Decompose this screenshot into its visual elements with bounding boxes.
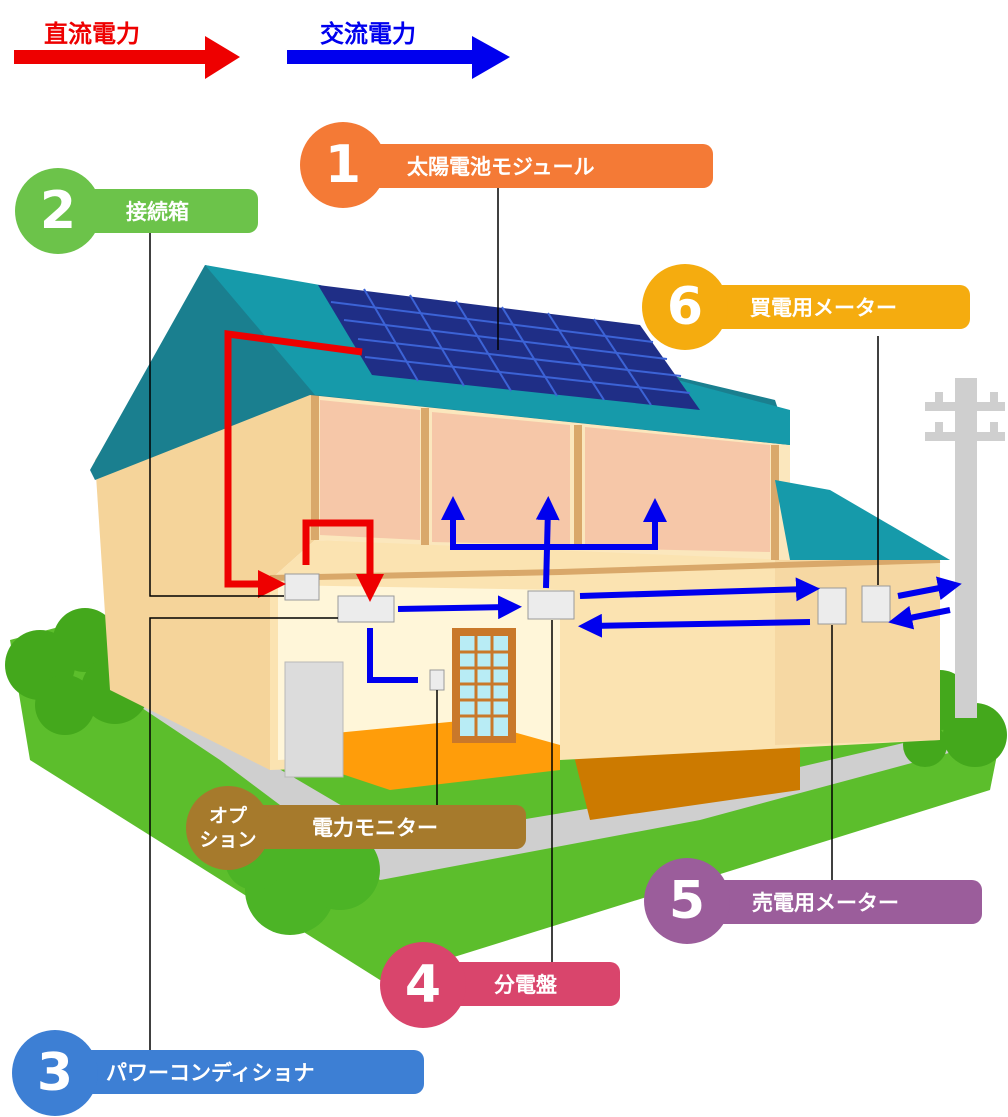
- ac-legend-label: 交流電力: [320, 20, 416, 48]
- badge-1: 1: [300, 122, 386, 208]
- power-conditioner-box: [337, 595, 395, 623]
- ac-flow-lines: [367, 496, 962, 683]
- badge-3: 3: [12, 1030, 98, 1116]
- option-badge-line1: オプ: [208, 805, 247, 827]
- bushes-left: [5, 608, 149, 735]
- power-monitor-box: [429, 669, 445, 691]
- power-conditioner-label: パワーコンディショナ: [106, 1061, 315, 1085]
- bushes-front: [225, 830, 380, 935]
- callout-power-conditioner: パワーコンディショナ: [56, 1050, 424, 1094]
- solar-panel-array: [318, 285, 700, 410]
- distribution-board-box: [527, 590, 575, 620]
- option-badge: オプ ション: [186, 786, 270, 870]
- callout-buy-meter: 買電用メーター: [688, 285, 970, 329]
- badge-5: 5: [644, 858, 730, 944]
- badge-2: 2: [15, 168, 101, 254]
- option-badge-line2: ション: [199, 829, 257, 851]
- wing-roof: [775, 480, 950, 560]
- callout-solar-module: 太陽電池モジュール: [345, 144, 713, 188]
- callout-sell-meter: 売電用メーター: [690, 880, 982, 924]
- window-door: [452, 628, 516, 743]
- refrigerator: [284, 661, 344, 778]
- dc-flow-lines: [224, 329, 384, 602]
- ac-legend-arrow: [287, 36, 510, 79]
- junction-box: [284, 573, 320, 601]
- junction-box-label: 接続箱: [126, 200, 189, 224]
- badge-4: 4: [380, 942, 466, 1028]
- buy-meter-label: 買電用メーター: [750, 296, 897, 320]
- dc-legend-label: 直流電力: [44, 20, 140, 48]
- dc-legend-arrow: [14, 36, 240, 79]
- distribution-board-label: 分電盤: [494, 973, 557, 997]
- solar-module-label: 太陽電池モジュール: [407, 155, 595, 179]
- buy-meter-box: [861, 585, 891, 623]
- callout-power-monitor: 電力モニター: [226, 805, 526, 849]
- upper-room-panels: [320, 400, 770, 552]
- sell-meter-box: [817, 587, 847, 625]
- power-monitor-label: 電力モニター: [312, 816, 438, 840]
- utility-pole: [925, 378, 1005, 718]
- wall-posts: [311, 395, 779, 560]
- badge-6: 6: [642, 264, 728, 350]
- sell-meter-label: 売電用メーター: [752, 891, 899, 915]
